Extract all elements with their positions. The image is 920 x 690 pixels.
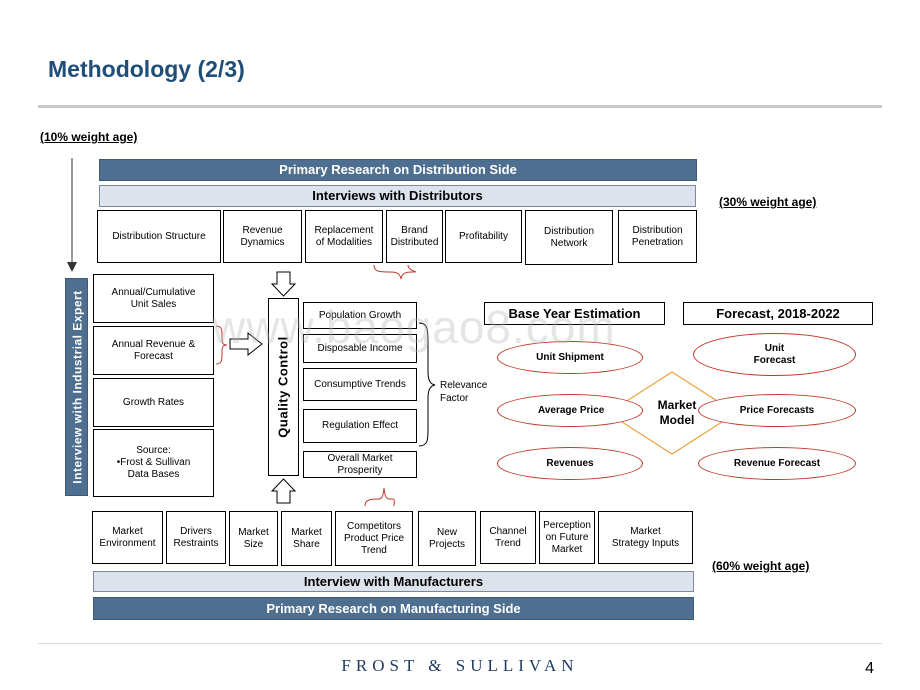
market-model-label: Market Model bbox=[657, 398, 697, 427]
manufacturing-box: Drivers Restraints bbox=[166, 511, 226, 564]
distribution-box: Profitability bbox=[445, 210, 522, 263]
manufacturing-box: Competitors Product Price Trend bbox=[335, 511, 413, 566]
factor-box: Overall Market Prosperity bbox=[303, 451, 417, 478]
forecast-ellipse: Price Forecasts bbox=[698, 394, 856, 427]
interviews-manufacturers-bar: Interview with Manufacturers bbox=[93, 571, 694, 592]
left-metric-box: Annual Revenue & Forecast bbox=[93, 326, 214, 375]
estimation-ellipse: Revenues bbox=[497, 447, 643, 480]
base-year-estimation-header: Base Year Estimation bbox=[484, 302, 665, 325]
estimation-ellipse: Unit Shipment bbox=[497, 341, 643, 374]
weight-top-left: (10% weight age) bbox=[40, 130, 138, 144]
forecast-ellipse: Unit Forecast bbox=[693, 333, 856, 376]
left-metric-box: Source: •Frost & Sullivan Data Bases bbox=[93, 429, 214, 497]
estimation-ellipse: Average Price bbox=[497, 394, 643, 427]
quality-control-box: Quality Control bbox=[268, 298, 299, 476]
title-divider bbox=[38, 105, 882, 108]
page-title: Methodology (2/3) bbox=[48, 56, 245, 82]
distribution-box: Distribution Structure bbox=[97, 210, 221, 263]
left-metric-box: Growth Rates bbox=[93, 378, 214, 427]
distribution-box: Distribution Network bbox=[525, 210, 613, 265]
distribution-box: Revenue Dynamics bbox=[223, 210, 302, 263]
distribution-box: Replacement of Modalities bbox=[305, 210, 383, 263]
factor-box: Population Growth bbox=[303, 302, 417, 329]
factor-box: Disposable Income bbox=[303, 334, 417, 363]
frost-sullivan-logo: FROST & SULLIVAN bbox=[341, 656, 579, 675]
manufacturing-box: New Projects bbox=[418, 511, 476, 566]
weight-manufacturers: (60% weight age) bbox=[712, 559, 810, 573]
distribution-box: Brand Distributed bbox=[386, 210, 443, 263]
manufacturing-box: Market Environment bbox=[92, 511, 163, 564]
factor-box: Regulation Effect bbox=[303, 409, 417, 443]
forecast-header: Forecast, 2018-2022 bbox=[683, 302, 873, 325]
industrial-expert-bar: Interview with Industrial Expert bbox=[65, 278, 88, 496]
primary-research-manufacturing-bar: Primary Research on Manufacturing Side bbox=[93, 597, 694, 620]
page-number: 4 bbox=[865, 660, 874, 677]
manufacturing-box: Market Share bbox=[281, 511, 332, 566]
primary-research-distribution-bar: Primary Research on Distribution Side bbox=[99, 159, 697, 181]
forecast-ellipse: Revenue Forecast bbox=[698, 447, 856, 480]
manufacturing-box: Channel Trend bbox=[480, 511, 536, 564]
watermark: www.baogao8.com bbox=[212, 301, 616, 353]
left-metric-box: Annual/Cumulative Unit Sales bbox=[93, 274, 214, 323]
relevance-factor-label: Relevance Factor bbox=[440, 380, 488, 404]
manufacturing-box: Market Size bbox=[229, 511, 278, 566]
manufacturing-box: Market Strategy Inputs bbox=[598, 511, 693, 564]
manufacturing-box: Perception on Future Market bbox=[539, 511, 595, 564]
interviews-distributors-bar: Interviews with Distributors bbox=[99, 185, 696, 207]
distribution-box: Distribution Penetration bbox=[618, 210, 697, 263]
footer-divider bbox=[38, 643, 882, 644]
weight-distributors: (30% weight age) bbox=[719, 195, 817, 209]
factor-box: Consumptive Trends bbox=[303, 368, 417, 401]
